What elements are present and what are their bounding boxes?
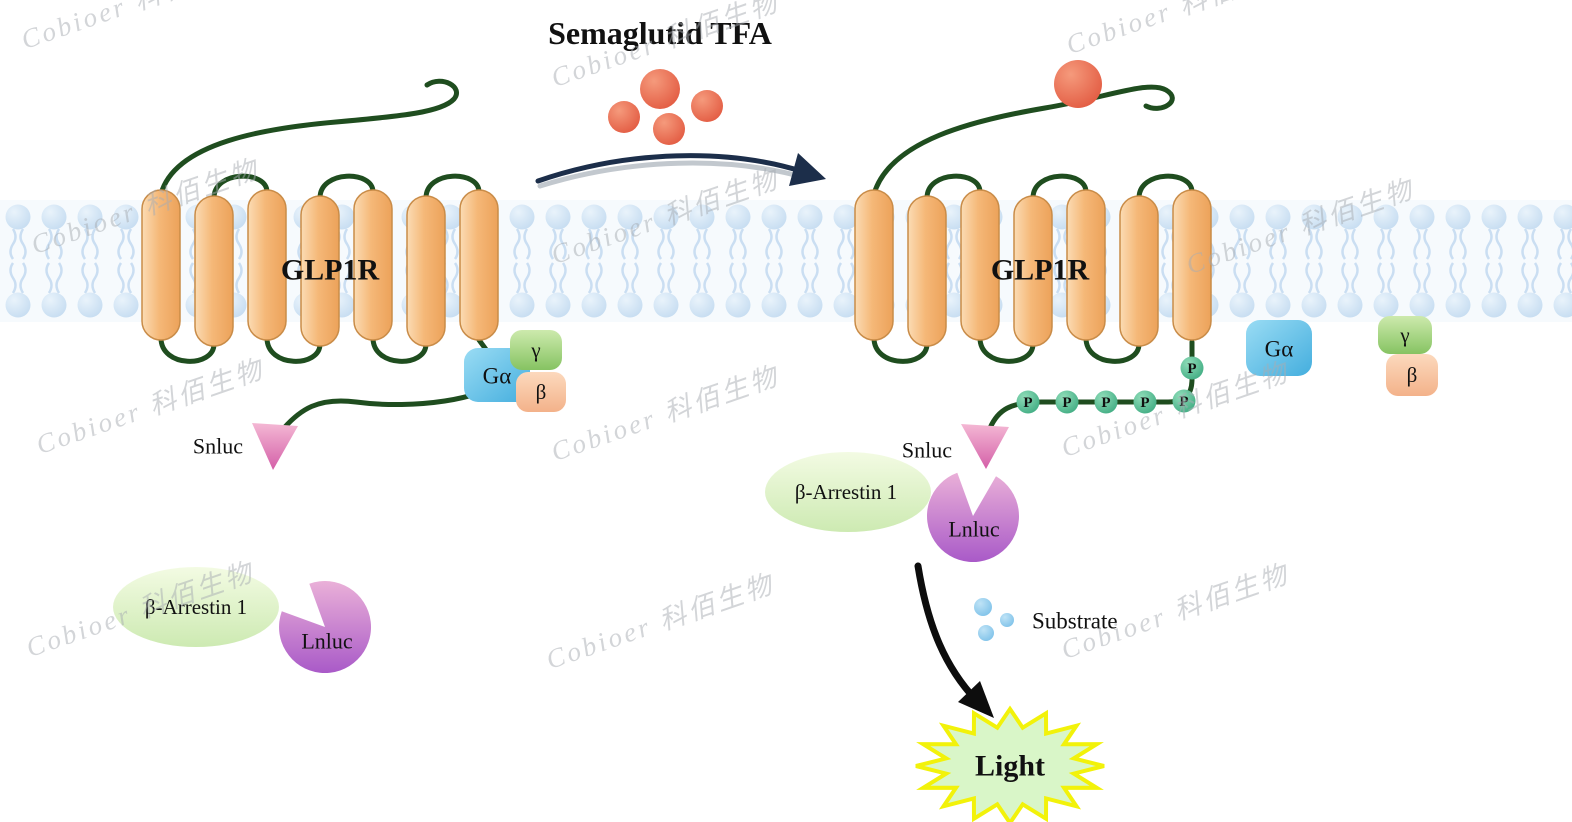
receptor-loop <box>1083 335 1142 364</box>
n-terminus <box>871 84 1175 197</box>
lnluc-fragment-left <box>279 581 372 674</box>
ligand-molecule <box>608 101 640 133</box>
substrate-dot <box>974 598 992 616</box>
g-alpha-label: Gα <box>483 364 512 389</box>
glp1r-right: GLP1R <box>854 84 1212 431</box>
substrate-label: Substrate <box>1032 609 1118 634</box>
receptor-loop <box>977 335 1036 364</box>
cell-membrane <box>0 200 1572 322</box>
phospho-label: P <box>1062 395 1071 411</box>
lnluc-label-left: Lnluc <box>301 629 353 654</box>
phospho-label: P <box>1101 395 1110 411</box>
receptor-loop <box>924 173 983 201</box>
g-alpha-label: Gα <box>1265 337 1294 362</box>
arrowhead <box>958 681 994 718</box>
receptor-loop <box>423 173 482 201</box>
tm-helix <box>854 189 894 341</box>
tm-helix <box>406 195 446 347</box>
tm-helix <box>1066 189 1106 341</box>
light-starburst <box>915 705 1105 822</box>
signal-arrow <box>914 562 994 718</box>
phosphorylation-site: P <box>1094 390 1118 414</box>
ligand-molecule <box>653 113 685 145</box>
receptor-label-left: GLP1R <box>281 254 380 287</box>
tm-helix <box>907 195 947 347</box>
tm-helix <box>960 189 1000 341</box>
lnluc-fragment-right <box>927 472 1020 563</box>
snluc-label-right: Snluc <box>902 438 952 463</box>
bound-ligand <box>1054 60 1102 108</box>
phospho-label: P <box>1179 394 1188 410</box>
tm-helix <box>141 189 181 341</box>
tm-helix <box>300 195 340 347</box>
beta-arrestin-label-left: β-Arrestin 1 <box>145 595 247 619</box>
phosphorylation-sites: P P P P P P <box>1016 356 1204 414</box>
receptor-loop <box>1030 173 1089 201</box>
activation-arrow <box>535 153 826 189</box>
beta-arrestin-label-right: β-Arrestin 1 <box>795 480 897 504</box>
g-protein-right: Gα γ β <box>1246 316 1438 396</box>
g-beta-label: β <box>536 380 547 404</box>
phospho-label: P <box>1187 361 1196 377</box>
tm-helix <box>459 189 499 341</box>
snluc-tag-left <box>252 423 298 470</box>
g-beta-subunit <box>1386 354 1438 396</box>
tm-helix <box>1119 195 1159 347</box>
phosphorylation-site: P <box>1133 390 1157 414</box>
arrowhead <box>789 153 826 186</box>
substrate-dot <box>1000 613 1014 627</box>
lnluc-label-right: Lnluc <box>948 517 1000 542</box>
ligand-molecule <box>691 90 723 122</box>
tm-helices <box>854 189 1212 347</box>
g-beta-label: β <box>1407 363 1418 387</box>
phosphorylation-site: P <box>1055 390 1079 414</box>
snluc-label-left: Snluc <box>193 434 243 459</box>
receptor-loop <box>1136 173 1195 201</box>
g-gamma-label: γ <box>530 338 540 362</box>
receptor-loop <box>158 335 217 364</box>
ligand-molecule <box>640 69 680 109</box>
receptor-label-right: GLP1R <box>991 254 1090 287</box>
tm-helix <box>1172 189 1212 341</box>
g-gamma-label: γ <box>1399 323 1409 347</box>
g-alpha-subunit <box>1246 320 1312 376</box>
receptor-loop <box>871 335 930 364</box>
g-beta-subunit <box>516 372 566 412</box>
tm-helix <box>353 189 393 341</box>
phosphorylation-site: P <box>1016 390 1040 414</box>
phospho-label: P <box>1140 395 1149 411</box>
light-label: Light <box>975 750 1045 783</box>
snluc-tag-right <box>961 424 1009 469</box>
phosphorylation-site: P <box>1180 356 1204 380</box>
receptor-loop <box>211 173 270 201</box>
g-protein-left: Gα γ β <box>464 330 566 412</box>
receptor-loop <box>317 173 376 201</box>
substrate-molecules <box>974 598 1014 641</box>
g-gamma-subunit <box>1378 316 1432 354</box>
g-gamma-subunit <box>510 330 562 370</box>
phospho-label: P <box>1023 395 1032 411</box>
tm-helix <box>247 189 287 341</box>
phosphorylation-site: P <box>1172 389 1196 413</box>
ligand-cluster <box>608 69 723 145</box>
n-terminus <box>158 78 459 197</box>
tm-helices <box>141 189 499 347</box>
glp1r-left: GLP1R <box>141 78 501 431</box>
beta-arrestin-right <box>765 452 931 532</box>
beta-arrestin-left <box>113 567 279 647</box>
substrate-dot <box>978 625 994 641</box>
receptor-loop <box>370 335 429 364</box>
receptor-loop <box>264 335 323 364</box>
tm-helix <box>194 195 234 347</box>
tm-helix <box>1013 195 1053 347</box>
diagram-title: Semaglutid TFA <box>548 15 772 51</box>
